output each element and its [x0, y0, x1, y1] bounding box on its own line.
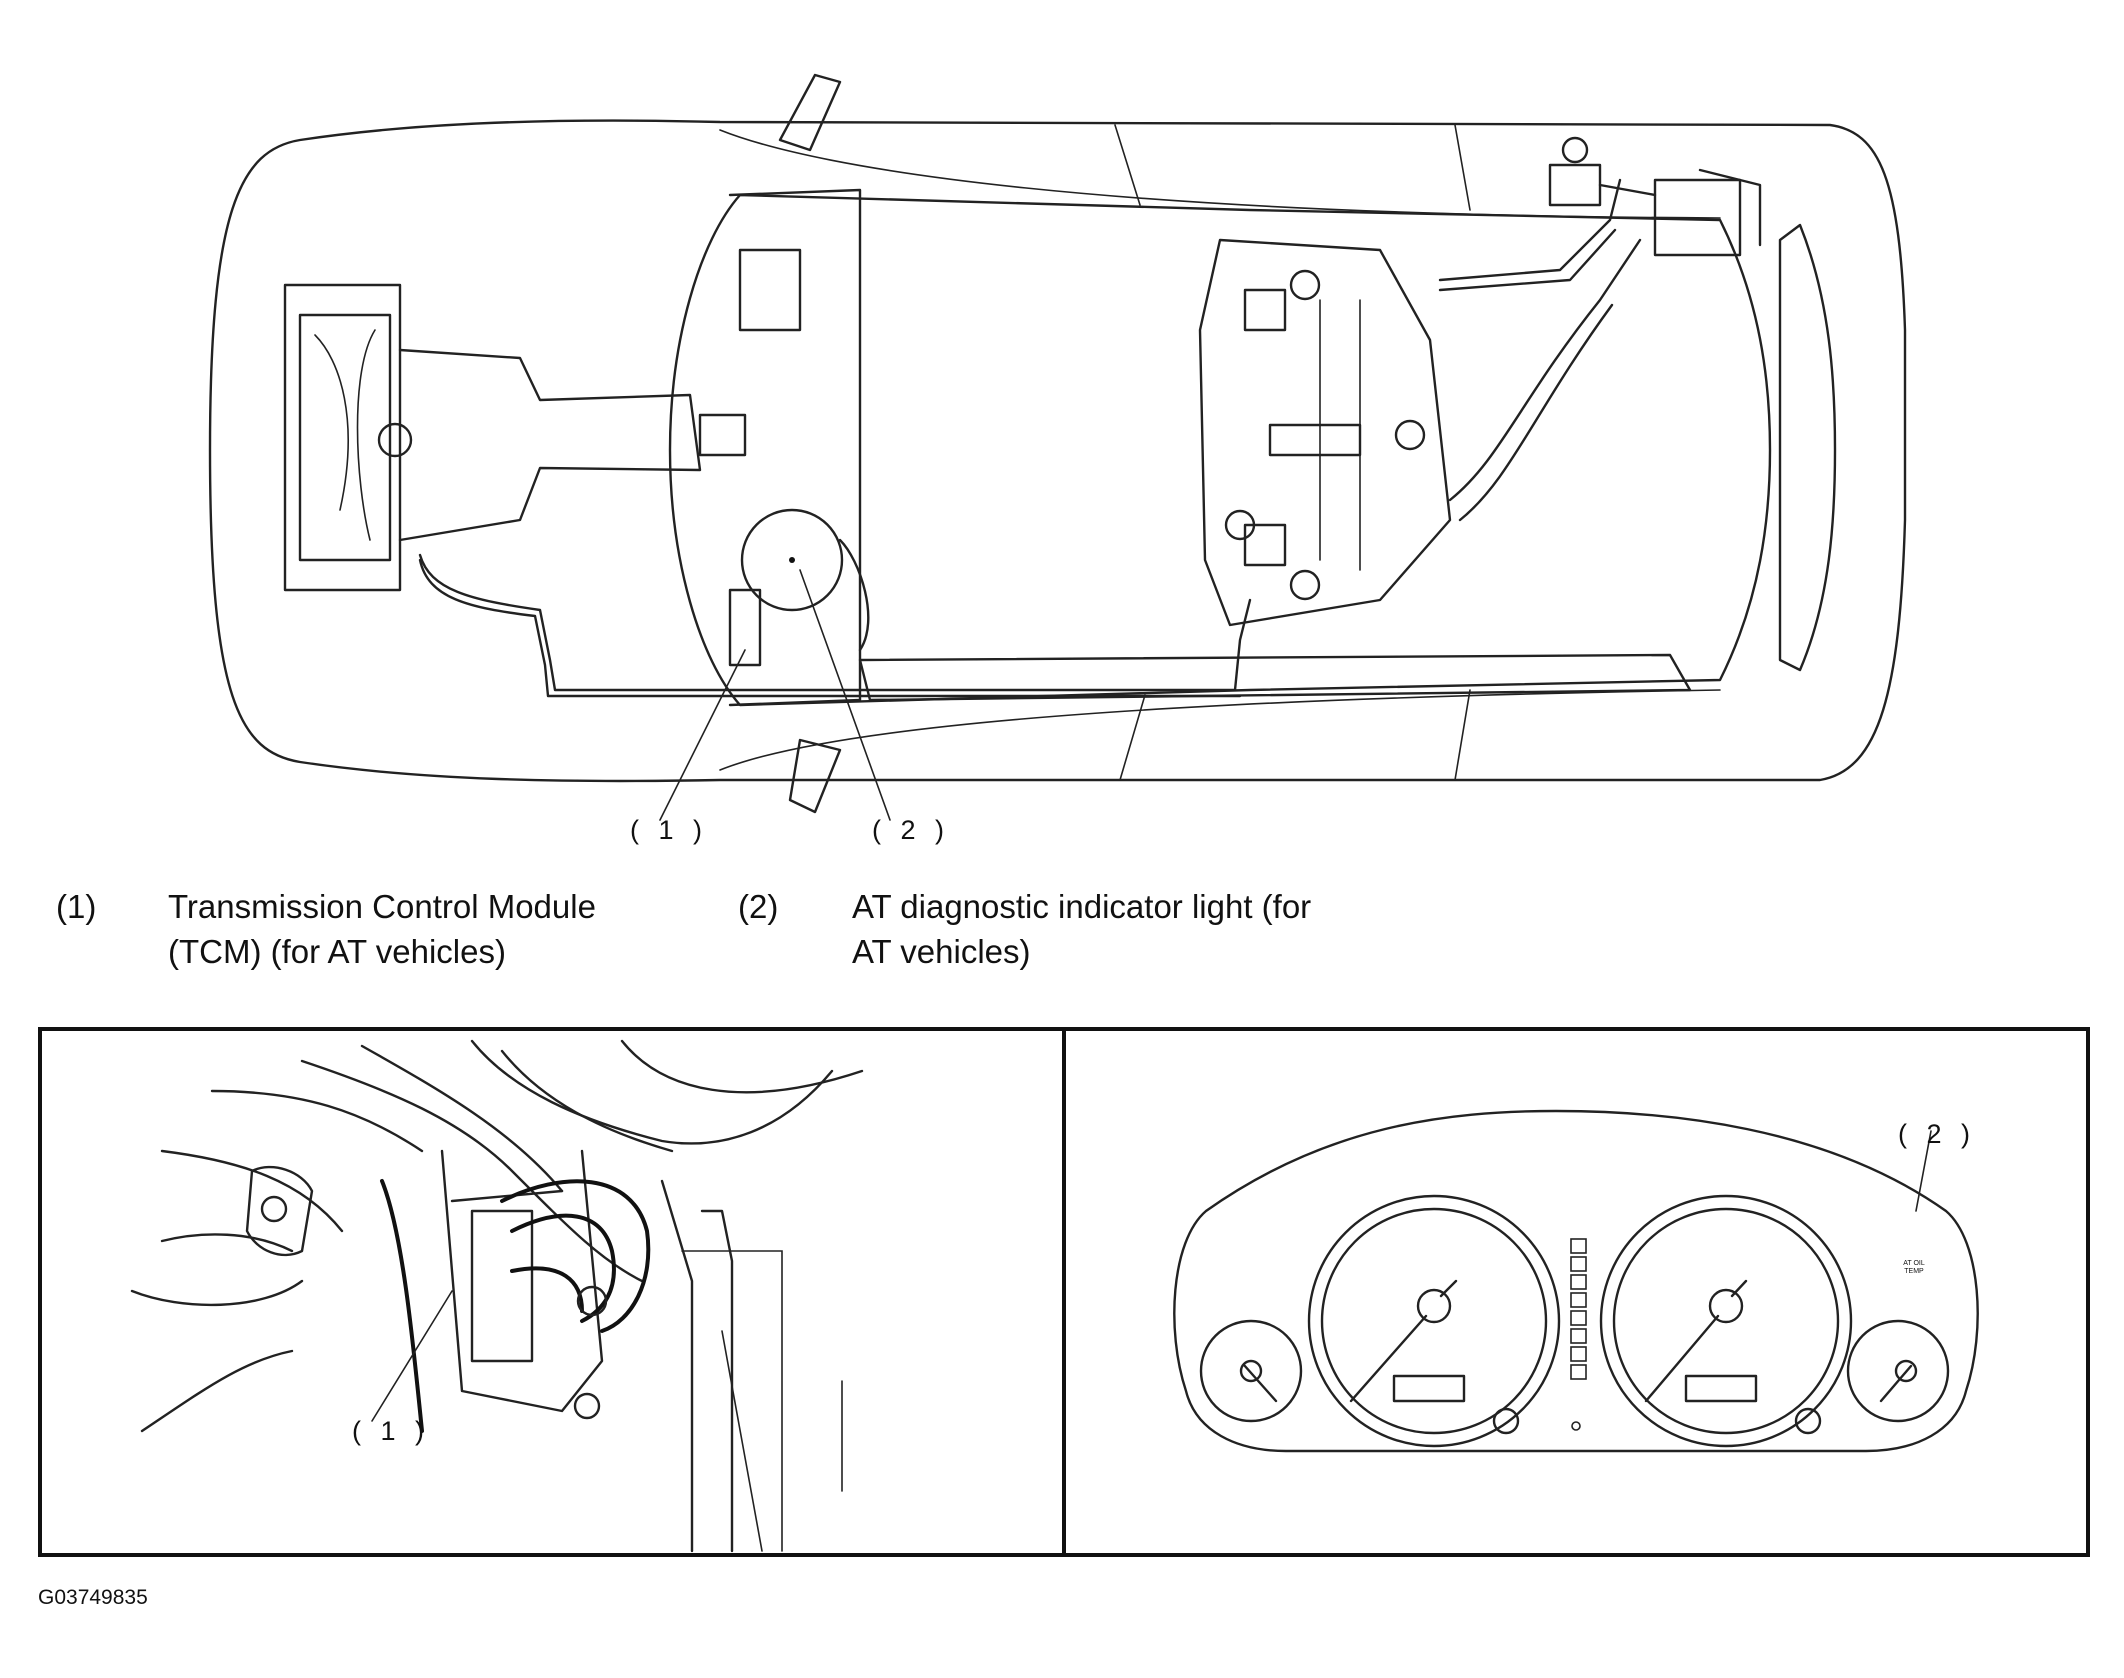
door-seam-2	[1454, 124, 1471, 211]
callout-1-label: ( 1 )	[630, 815, 709, 845]
dash-panel	[738, 248, 802, 332]
tcm-detail-panel: ( 1 )	[38, 1027, 1066, 1557]
legend-item-1-line2: (TCM) (for AT vehicles)	[168, 933, 506, 970]
legend-item-2-line1: AT diagnostic indicator light (for	[852, 888, 1312, 925]
callout-leader-1	[659, 649, 746, 821]
callout-2-detail-label: ( 2 )	[1898, 1119, 1977, 1149]
instrument-cluster-panel: ( 2 ) AT OIL TEMP	[1062, 1027, 2090, 1557]
figure-id: G03749835	[38, 1586, 148, 1609]
at-oil-temp-line1: AT OIL	[1903, 1260, 1925, 1267]
steering-column	[838, 538, 870, 652]
legend-item-1-text: Transmission Control Module (TCM) (for A…	[168, 884, 596, 974]
door-seam-4	[1454, 689, 1471, 781]
temperature-gauge	[1846, 1319, 1950, 1423]
legend-item-2-line2: AT vehicles)	[852, 933, 1031, 970]
tachometer-gauge	[1599, 1194, 1853, 1448]
rear-window	[1778, 223, 1837, 672]
legend-item-2-number: (2)	[738, 888, 779, 925]
indicator-dot	[789, 557, 795, 563]
left-mirror	[778, 73, 842, 152]
speedometer-gauge	[1307, 1194, 1561, 1448]
rear-connector-assembly	[1548, 136, 1762, 257]
roof-line	[719, 129, 1721, 219]
side-rail	[858, 653, 1692, 702]
legend-item-2-text: AT diagnostic indicator light (for AT ve…	[852, 884, 1311, 974]
wiring-harness-main-2	[418, 558, 1242, 698]
vehicle-overview-drawing	[208, 73, 1907, 821]
dashboard	[728, 188, 862, 707]
callout-2-label: ( 2 )	[872, 815, 951, 845]
at-oil-temp-line2: TEMP	[1904, 1268, 1924, 1275]
at-oil-temp-indicator-label: AT OIL TEMP	[1894, 1260, 1934, 1276]
door-seam-1	[1114, 124, 1141, 206]
fuel-gauge	[1199, 1319, 1303, 1423]
wiring-harness-main	[418, 553, 1252, 692]
rear-junction-assembly	[1198, 178, 1642, 627]
indicator-light-overview	[740, 508, 844, 612]
door-seam-3	[1119, 694, 1146, 781]
right-mirror	[788, 738, 842, 814]
legend-item-1-line1: Transmission Control Module	[168, 888, 596, 925]
roof-line-lower	[719, 689, 1721, 771]
callout-leader-2	[799, 569, 891, 821]
tcm-detail-drawing	[130, 1039, 864, 1553]
vehicle-body-outline	[208, 119, 1907, 783]
tcm-box-overview	[728, 588, 762, 667]
instrument-cluster-drawing	[1173, 1109, 1979, 1453]
callout-1-detail-label: ( 1 )	[352, 1416, 431, 1446]
legend-item-1-number: (1)	[56, 888, 97, 925]
engine-assembly	[283, 283, 747, 592]
cabin-outline	[668, 193, 1772, 707]
